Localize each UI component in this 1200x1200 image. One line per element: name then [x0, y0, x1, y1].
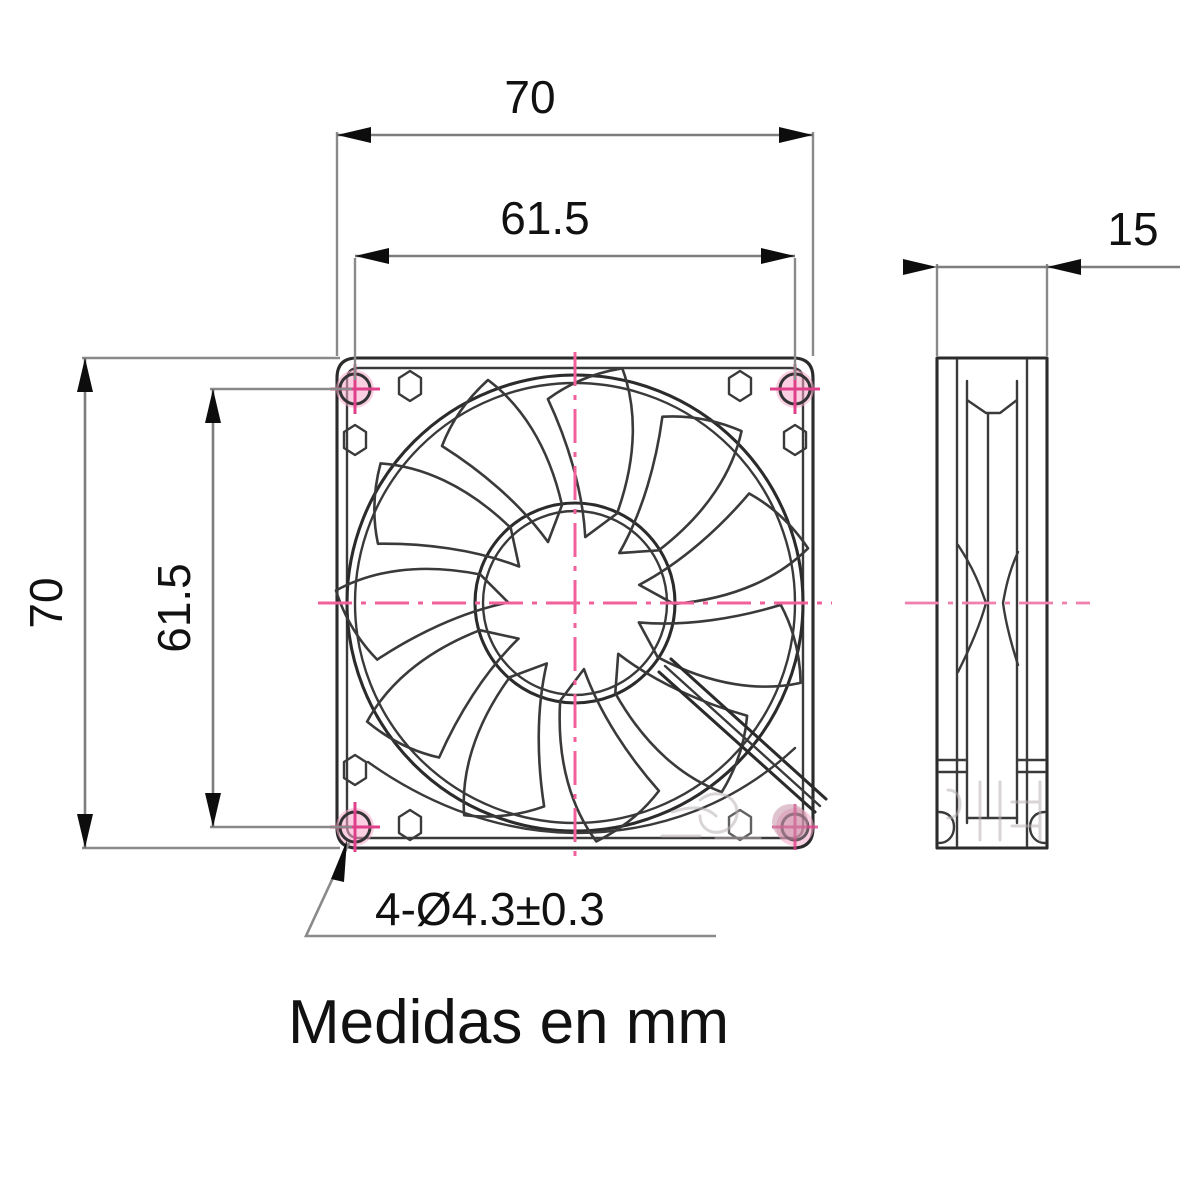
units-caption: Medidas en mm [288, 988, 729, 1057]
dimension-depth: 15 [903, 203, 1180, 356]
front-view [318, 352, 832, 858]
side-top-chamfer [965, 398, 1019, 415]
hub-support-strut [657, 657, 828, 814]
dimension-value-61p5-vertical: 61.5 [148, 563, 200, 653]
mounting-hole-top-right [770, 364, 820, 414]
relief-hole [397, 369, 423, 403]
relief-hole [397, 808, 423, 842]
side-blade-profile-right [1001, 550, 1020, 667]
strut-edge-a [657, 670, 817, 814]
relief-hole [342, 423, 368, 457]
dimension-overall-height: 70 [20, 356, 340, 850]
mounting-hole-bottom-left [330, 802, 380, 852]
fan-blade [365, 628, 520, 759]
dimension-value-61p5-horizontal: 61.5 [500, 192, 590, 244]
relief-hole [727, 369, 753, 403]
callout-mounting-holes: 4-Ø4.3±0.3 [303, 840, 716, 938]
corner-relief-holes [342, 369, 808, 842]
fan-blade [558, 667, 661, 843]
watermark-overlay [660, 780, 1042, 842]
relief-hole [727, 808, 753, 842]
relief-hole [782, 423, 808, 457]
fan-blade [440, 378, 564, 544]
side-blade-profile-left [956, 543, 988, 674]
fan-blade [373, 462, 521, 568]
relief-hole [342, 753, 368, 787]
strut-edge-c [663, 664, 822, 808]
fan-blades [334, 367, 810, 843]
fan-blade [637, 603, 802, 688]
callout-arrowhead [331, 840, 347, 882]
fan-blade [613, 652, 749, 794]
fan-blade [617, 415, 743, 555]
dimension-value-70-horizontal: 70 [504, 71, 555, 123]
strut-edge-b [669, 657, 828, 801]
dimension-value-70-vertical: 70 [20, 577, 72, 628]
callout-text: 4-Ø4.3±0.3 [375, 883, 605, 935]
dimension-overall-width: 70 [335, 71, 815, 356]
dimension-hole-pitch-horizontal: 61.5 [353, 192, 797, 380]
side-view [905, 356, 1090, 850]
fan-blade [462, 662, 549, 818]
side-foot-detail [937, 810, 956, 845]
fan-blade [334, 567, 510, 661]
dimension-value-15: 15 [1107, 203, 1158, 255]
dimension-hole-pitch-vertical: 61.5 [148, 387, 352, 829]
fan-blade [637, 492, 810, 606]
fan-blade [546, 367, 635, 539]
